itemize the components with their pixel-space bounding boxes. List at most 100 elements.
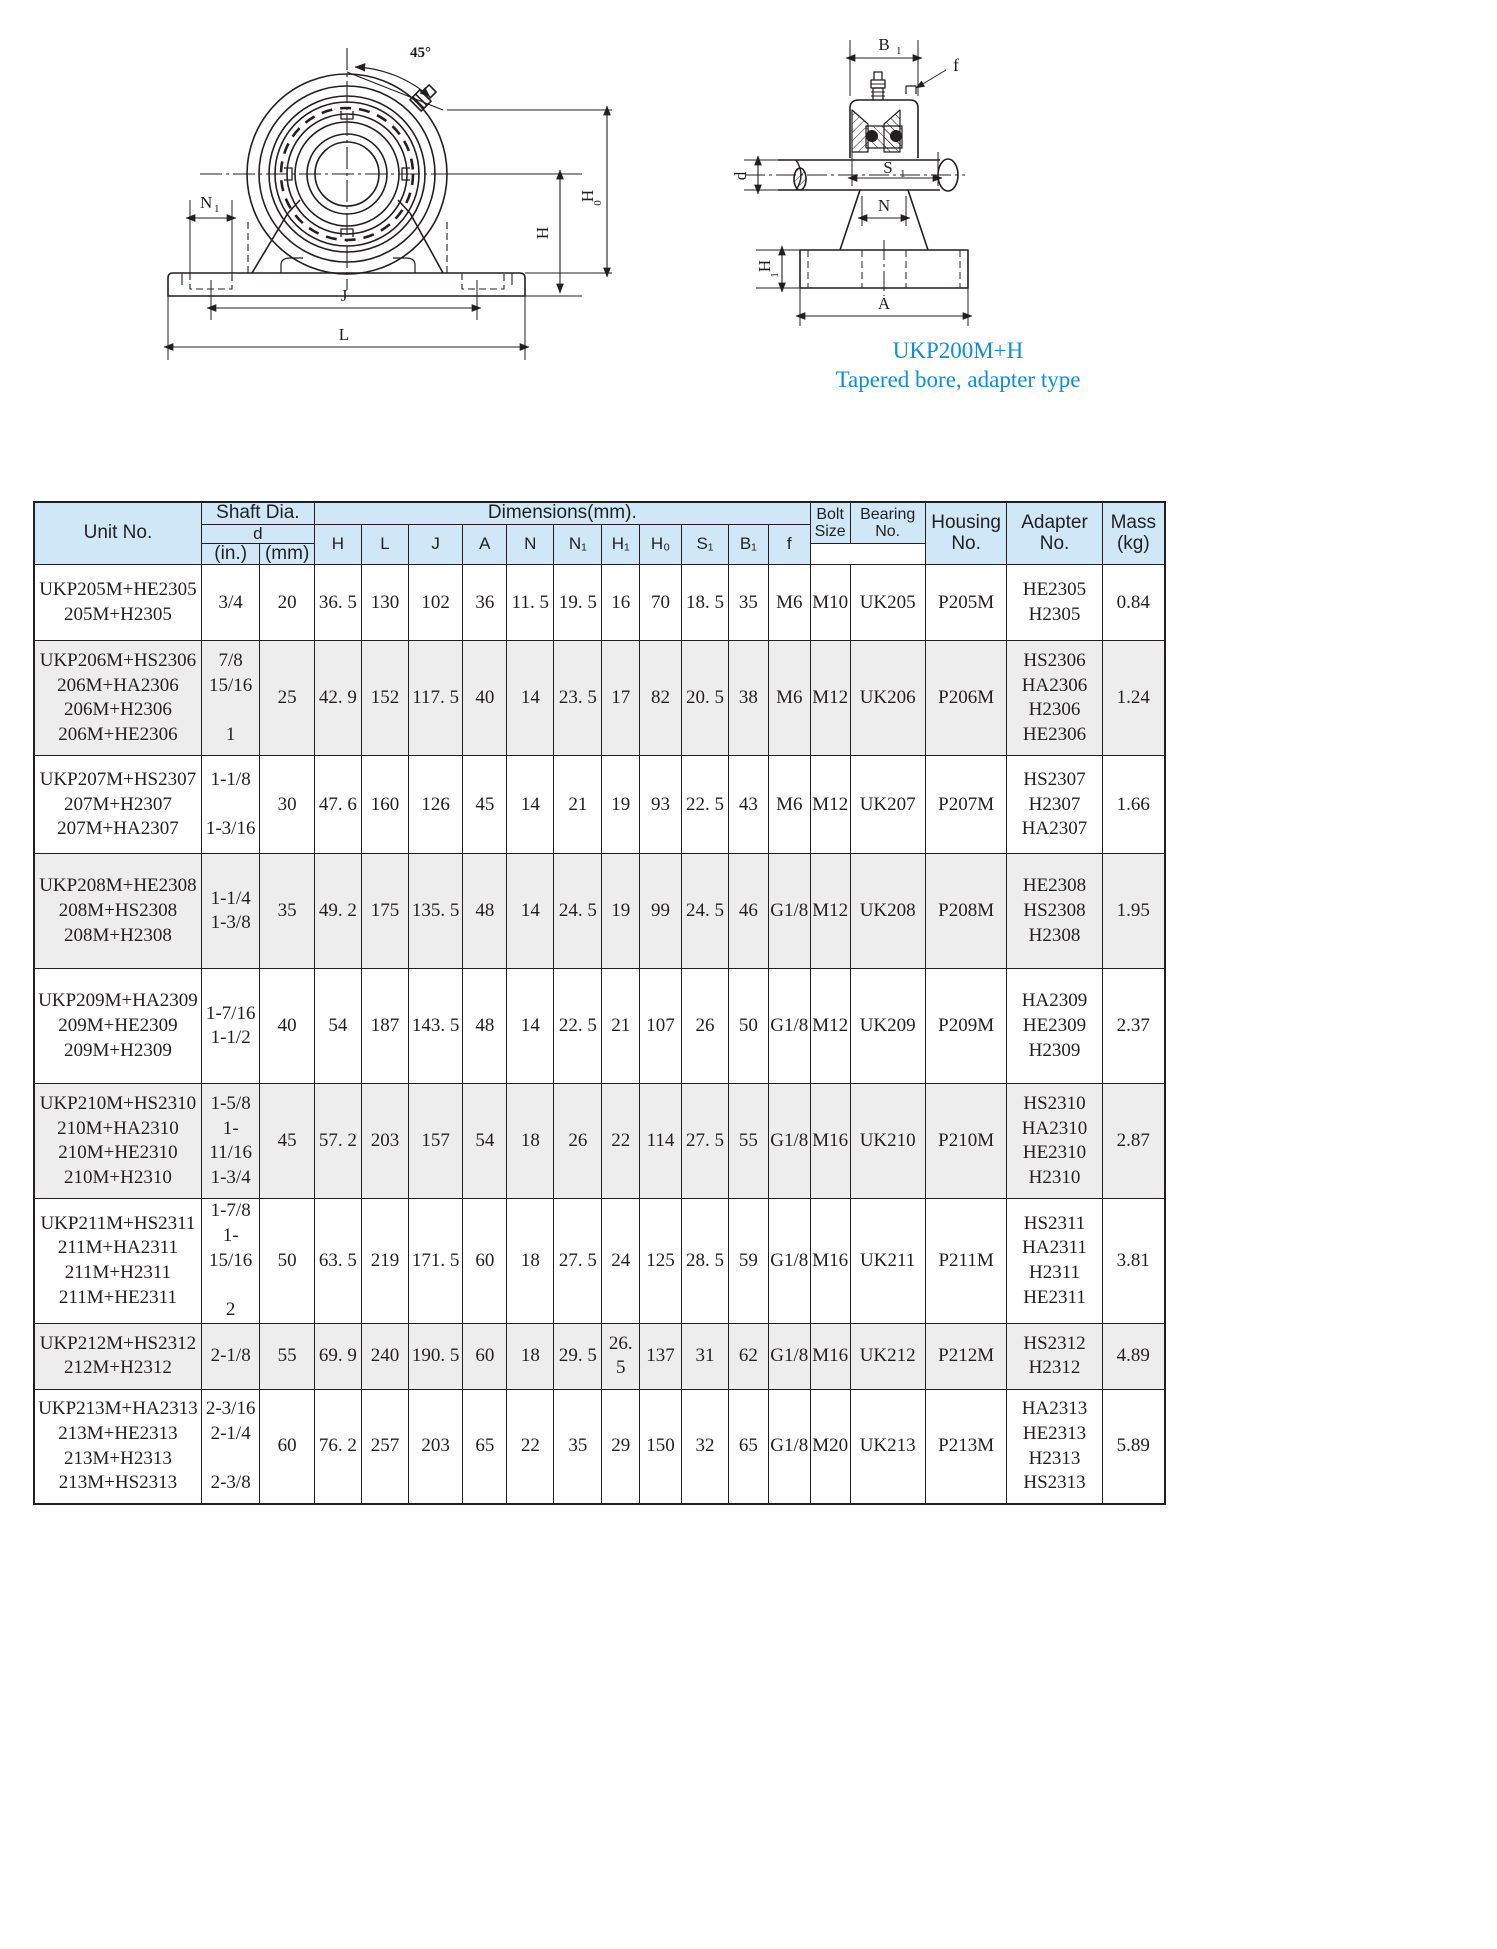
cell-A: 48	[462, 968, 508, 1085]
cell-L: 152	[360, 640, 409, 757]
cell-f: G1/8	[767, 1198, 811, 1324]
svg-text:1: 1	[900, 168, 906, 180]
cell-J: 157	[407, 1083, 464, 1200]
unit-no-line: UKP212M+HS2312	[39, 1332, 197, 1354]
th-dim-L: L	[360, 523, 409, 566]
cell-L: 160	[360, 755, 409, 855]
cell-A: 48	[462, 853, 508, 970]
cell-bolt: M12	[809, 853, 851, 970]
cell-shaft-dia-mm: 20	[259, 564, 315, 642]
cell-H1: 24	[601, 1198, 641, 1324]
cell-bolt: M16	[809, 1322, 851, 1390]
cell-H: 47. 6	[313, 755, 362, 855]
adapter-no-line: HE2310	[1022, 1142, 1087, 1164]
adapter-no-line: H2310	[1028, 1167, 1081, 1189]
cell-bearing: UK205	[849, 564, 926, 642]
cell-S1: 22. 5	[680, 755, 730, 855]
th-dim-H: H	[313, 523, 362, 566]
cell-mass: 4.89	[1101, 1322, 1166, 1390]
label-H1: H	[755, 260, 774, 272]
cell-shaft-dia-mm: 35	[259, 853, 315, 970]
cell-H1: 22	[601, 1083, 641, 1200]
cell-L: 240	[360, 1322, 409, 1390]
th-bearing-no: Bearing No.	[849, 501, 926, 544]
cell-f: G1/8	[767, 1388, 811, 1505]
unit-no-line: 206M+HA2306	[57, 674, 179, 696]
adapter-no-line: HA2311	[1022, 1237, 1087, 1259]
cell-A: 45	[462, 755, 508, 855]
shaft-dia-in-line: 3/4	[218, 591, 243, 613]
cell-J: 171. 5	[407, 1198, 464, 1324]
th-housing-no-l1: Housing	[931, 512, 1001, 534]
adapter-no-line: HA2313	[1021, 1398, 1088, 1420]
th-dim-N1: N₁	[553, 523, 603, 566]
unit-no-line: UKP209M+HA2309	[38, 990, 198, 1012]
cell-bearing: UK209	[849, 968, 926, 1085]
cell-N1: 23. 5	[553, 640, 603, 757]
adapter-no-line: H2313	[1028, 1447, 1081, 1469]
th-bolt-size-l2: Size	[814, 522, 846, 540]
th-dim-B1: B₁	[728, 523, 769, 566]
adapter-no-line: HE2306	[1022, 724, 1087, 746]
cell-S1: 27. 5	[680, 1083, 730, 1200]
cell-shaft-dia-mm: 45	[259, 1083, 315, 1200]
cell-L: 257	[360, 1388, 409, 1505]
cell-mass: 2.37	[1101, 968, 1166, 1085]
cell-S1: 28. 5	[680, 1198, 730, 1324]
th-mass: Mass (kg)	[1101, 501, 1166, 566]
shaft-dia-in-line: 1-1/8	[210, 768, 251, 790]
th-dim-f: f	[767, 523, 811, 566]
unit-no-line: 213M+HE2313	[58, 1422, 178, 1444]
th-bearing-no-l2: No.	[875, 522, 901, 540]
label-H0: H	[578, 190, 597, 202]
cell-J: 117. 5	[407, 640, 464, 757]
shaft-dia-in-line: 2-3/8	[210, 1472, 251, 1494]
unit-no-line: 210M+HE2310	[58, 1142, 178, 1164]
cell-shaft-dia-in: 1-1/8 1-3/16	[200, 755, 261, 855]
cell-bearing: UK211	[849, 1198, 926, 1324]
table-header-row-3: (in.) (mm)	[34, 542, 1165, 566]
unit-no-line: 211M+HA2311	[57, 1237, 179, 1259]
adapter-no-line: HS2307	[1023, 768, 1086, 790]
cell-A: 60	[462, 1198, 508, 1324]
unit-no-line: UKP208M+HE2308	[39, 875, 197, 897]
cell-f: M6	[767, 640, 811, 757]
label-45deg: 45°	[410, 45, 431, 61]
table-header-row-1: Unit No. Shaft Dia. Dimensions(mm). Bolt…	[33, 501, 1166, 566]
cell-B1: 62	[728, 1322, 769, 1390]
cell-S1: 24. 5	[680, 853, 730, 970]
cell-N1: 35	[553, 1388, 603, 1505]
adapter-no-line: HS2311	[1023, 1212, 1086, 1234]
cell-bolt: M20	[809, 1388, 851, 1505]
cell-H0: 93	[639, 755, 682, 855]
cell-S1: 20. 5	[680, 640, 730, 757]
cell-H0: 82	[639, 640, 682, 757]
cell-A: 60	[462, 1322, 508, 1390]
unit-no-line: 210M+H2310	[64, 1167, 172, 1189]
adapter-no-line: HS2313	[1023, 1472, 1086, 1494]
cell-B1: 46	[728, 853, 769, 970]
adapter-no-line: H2309	[1028, 1039, 1081, 1061]
unit-no-line: 211M+HE2311	[58, 1286, 177, 1308]
cell-H0: 107	[639, 968, 682, 1085]
cell-shaft-dia-in: 3/4	[200, 564, 261, 642]
label-N1: N	[200, 193, 212, 212]
cell-shaft-dia-mm: 40	[259, 968, 315, 1085]
cell-H1: 19	[601, 853, 641, 970]
cell-shaft-dia-mm: 55	[259, 1322, 315, 1390]
cell-H: 57. 2	[313, 1083, 362, 1200]
unit-no-line: UKP205M+HE2305	[39, 579, 197, 601]
adapter-no-line: H2305	[1028, 603, 1081, 625]
